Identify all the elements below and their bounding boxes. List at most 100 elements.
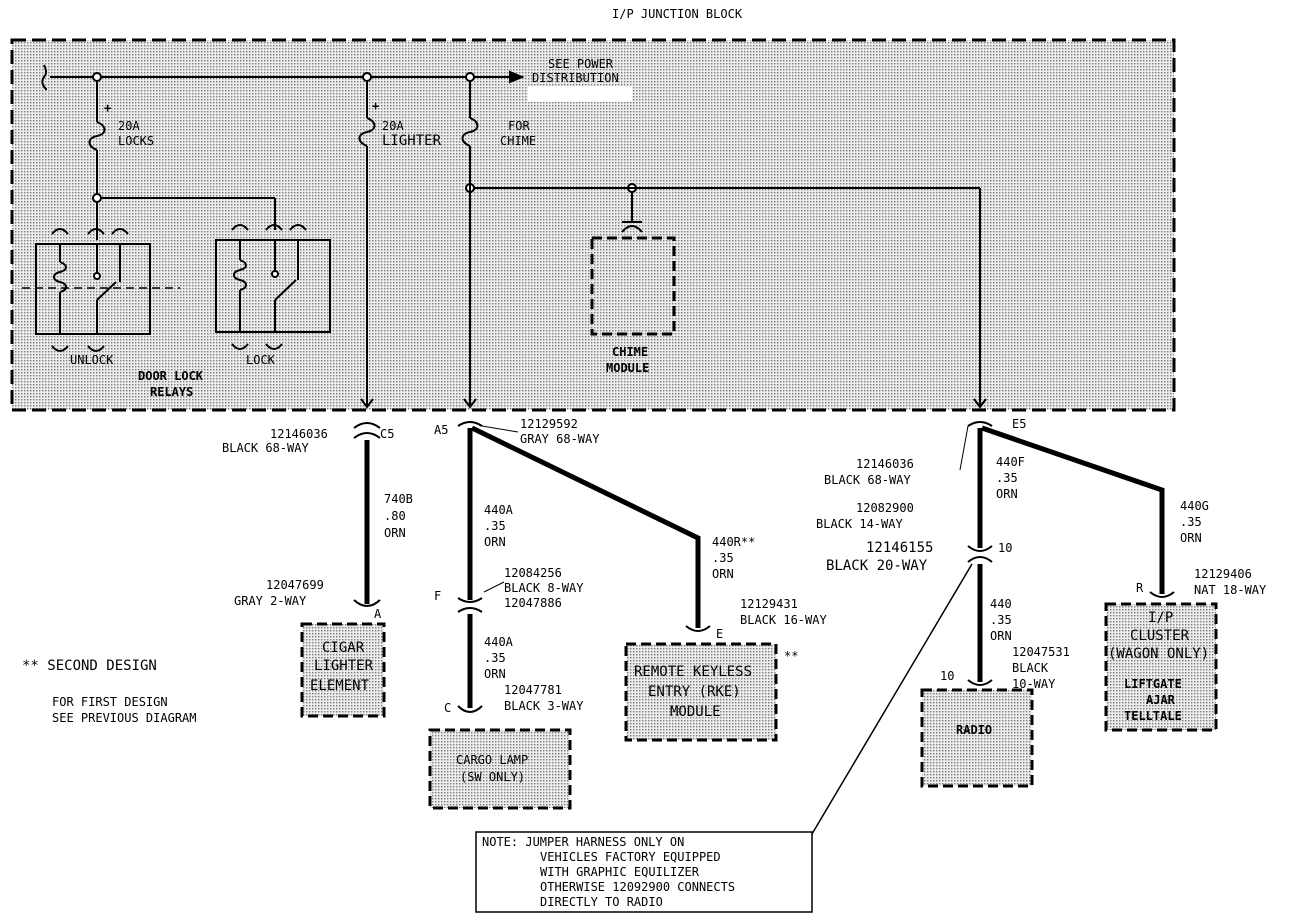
w440-3: ORN (990, 629, 1012, 643)
jumper-pin: 10 (998, 541, 1012, 555)
see-power-label: SEE POWER (548, 57, 614, 71)
radio-part: 12047531 (1012, 645, 1070, 659)
fuse-lighter-name: LIGHTER (382, 133, 442, 149)
f-desc1: BLACK 8-WAY (504, 581, 584, 595)
w440-1: 440 (990, 597, 1012, 611)
w440r-3: ORN (712, 567, 734, 581)
w440r-1: 440R** (712, 535, 755, 549)
lighter-fuse (358, 81, 376, 409)
ip-5: AJAR (1146, 693, 1176, 707)
for-chime-1: FOR (508, 119, 530, 133)
a5-part: 12129592 (520, 417, 578, 431)
f-part2: 12047886 (504, 596, 562, 610)
c5-desc: BLACK 68-WAY (222, 441, 309, 455)
chime-fuse (461, 81, 987, 409)
rke-connector (685, 625, 711, 632)
radio-desc2: 10-WAY (1012, 677, 1056, 691)
rke-pin: E (716, 627, 723, 641)
cigar-1: CIGAR (322, 640, 365, 656)
cargo-connector (457, 705, 483, 713)
fuse-lighter-amp: 20A (382, 119, 404, 133)
jumper-part2: 12146155 (866, 540, 933, 556)
a5-connector (457, 421, 519, 433)
fuse-locks-amp: 20A (118, 119, 140, 133)
note-line3: WITH GRAPHIC EQUILIZER (540, 865, 700, 879)
cigar-conn-desc: GRAY 2-WAY (234, 594, 307, 608)
locks-fuse (88, 81, 276, 240)
radio-pin: 10 (940, 669, 954, 683)
diagram-title: I/P JUNCTION BLOCK (612, 7, 743, 21)
jumper-desc1: BLACK 14-WAY (816, 517, 903, 531)
cargo-conn-desc: BLACK 3-WAY (504, 699, 584, 713)
ip-cluster-box (1104, 602, 1218, 732)
second-design-legend: ** SECOND DESIGN (22, 658, 157, 674)
cigar-conn-part: 12047699 (266, 578, 324, 592)
ip-6: TELLTALE (1124, 709, 1182, 723)
e5-part: 12146036 (856, 457, 914, 471)
cargo-1: CARGO LAMP (456, 753, 528, 767)
w440g-1: 440G (1180, 499, 1209, 513)
w440a2-2: .35 (484, 651, 506, 665)
f-part1: 12084256 (504, 566, 562, 580)
door-lock-relays-2: RELAYS (150, 385, 193, 399)
dist-label-bg (528, 86, 632, 102)
ip-part: 12129406 (1194, 567, 1252, 581)
ip-connector (1149, 591, 1175, 598)
door-lock-relays-1: DOOR LOCK (138, 369, 204, 383)
chime-module-box (590, 236, 676, 336)
w440f-2: .35 (996, 471, 1018, 485)
c5-label: C5 (380, 427, 394, 441)
rke-3: MODULE (670, 704, 721, 720)
f-pin: F (434, 589, 441, 603)
w440a-3: ORN (484, 535, 506, 549)
ip-3: (WAGON ONLY) (1108, 646, 1209, 662)
ip-2: CLUSTER (1130, 628, 1190, 644)
plus-mark: + (104, 101, 111, 115)
lock-label: LOCK (246, 353, 276, 367)
note-line1: NOTE: JUMPER HARNESS ONLY ON (482, 835, 684, 849)
note-leader (811, 563, 973, 835)
for-chime-2: CHIME (500, 134, 536, 148)
chime-module-1: CHIME (612, 345, 648, 359)
note-box (475, 831, 813, 913)
power-bus (41, 64, 525, 90)
a5-desc: GRAY 68-WAY (520, 432, 600, 446)
wire-440r (470, 425, 701, 628)
e5-desc: BLACK 68-WAY (824, 473, 911, 487)
first-design-2: SEE PREVIOUS DIAGRAM (52, 711, 197, 725)
radio-box (920, 688, 1034, 788)
w740b-2: .80 (384, 509, 406, 523)
w440r-2: .35 (712, 551, 734, 565)
note-line4: OTHERWISE 12092900 CONNECTS (540, 880, 735, 894)
rke-2: ENTRY (RKE) (648, 684, 741, 700)
w440a-2: .35 (484, 519, 506, 533)
c5-part: 12146036 (270, 427, 328, 441)
lighter-plus-mark: + (372, 99, 379, 113)
e5-label: E5 (1012, 417, 1026, 431)
rke-1: REMOTE KEYLESS (634, 664, 752, 680)
rke-desc: BLACK 16-WAY (740, 613, 827, 627)
jumper-connector (967, 545, 993, 563)
w440g-2: .35 (1180, 515, 1202, 529)
distribution-label: DISTRIBUTION (532, 71, 619, 85)
radio-connector (967, 679, 993, 686)
first-design-1: FOR FIRST DESIGN (52, 695, 168, 709)
w740b-3: ORN (384, 526, 406, 540)
note-line5: DIRECTLY TO RADIO (540, 895, 663, 909)
cargo-2: (SW ONLY) (460, 770, 525, 784)
rke-module-box (624, 642, 778, 742)
w440a2-3: ORN (484, 667, 506, 681)
chime-module-2: MODULE (606, 361, 649, 375)
f-connector (457, 581, 505, 613)
cigar-connector (353, 599, 381, 607)
cigar-3: ELEMENT (310, 678, 370, 694)
w440a-1: 440A (484, 503, 514, 517)
ip-pin: R (1136, 581, 1144, 595)
cargo-lamp-box (428, 728, 572, 810)
w440g-3: ORN (1180, 531, 1202, 545)
w440a2-1: 440A (484, 635, 514, 649)
wire-440g (981, 425, 1165, 594)
c5-connector (353, 422, 381, 439)
jumper-desc2: BLACK 20-WAY (826, 558, 928, 574)
